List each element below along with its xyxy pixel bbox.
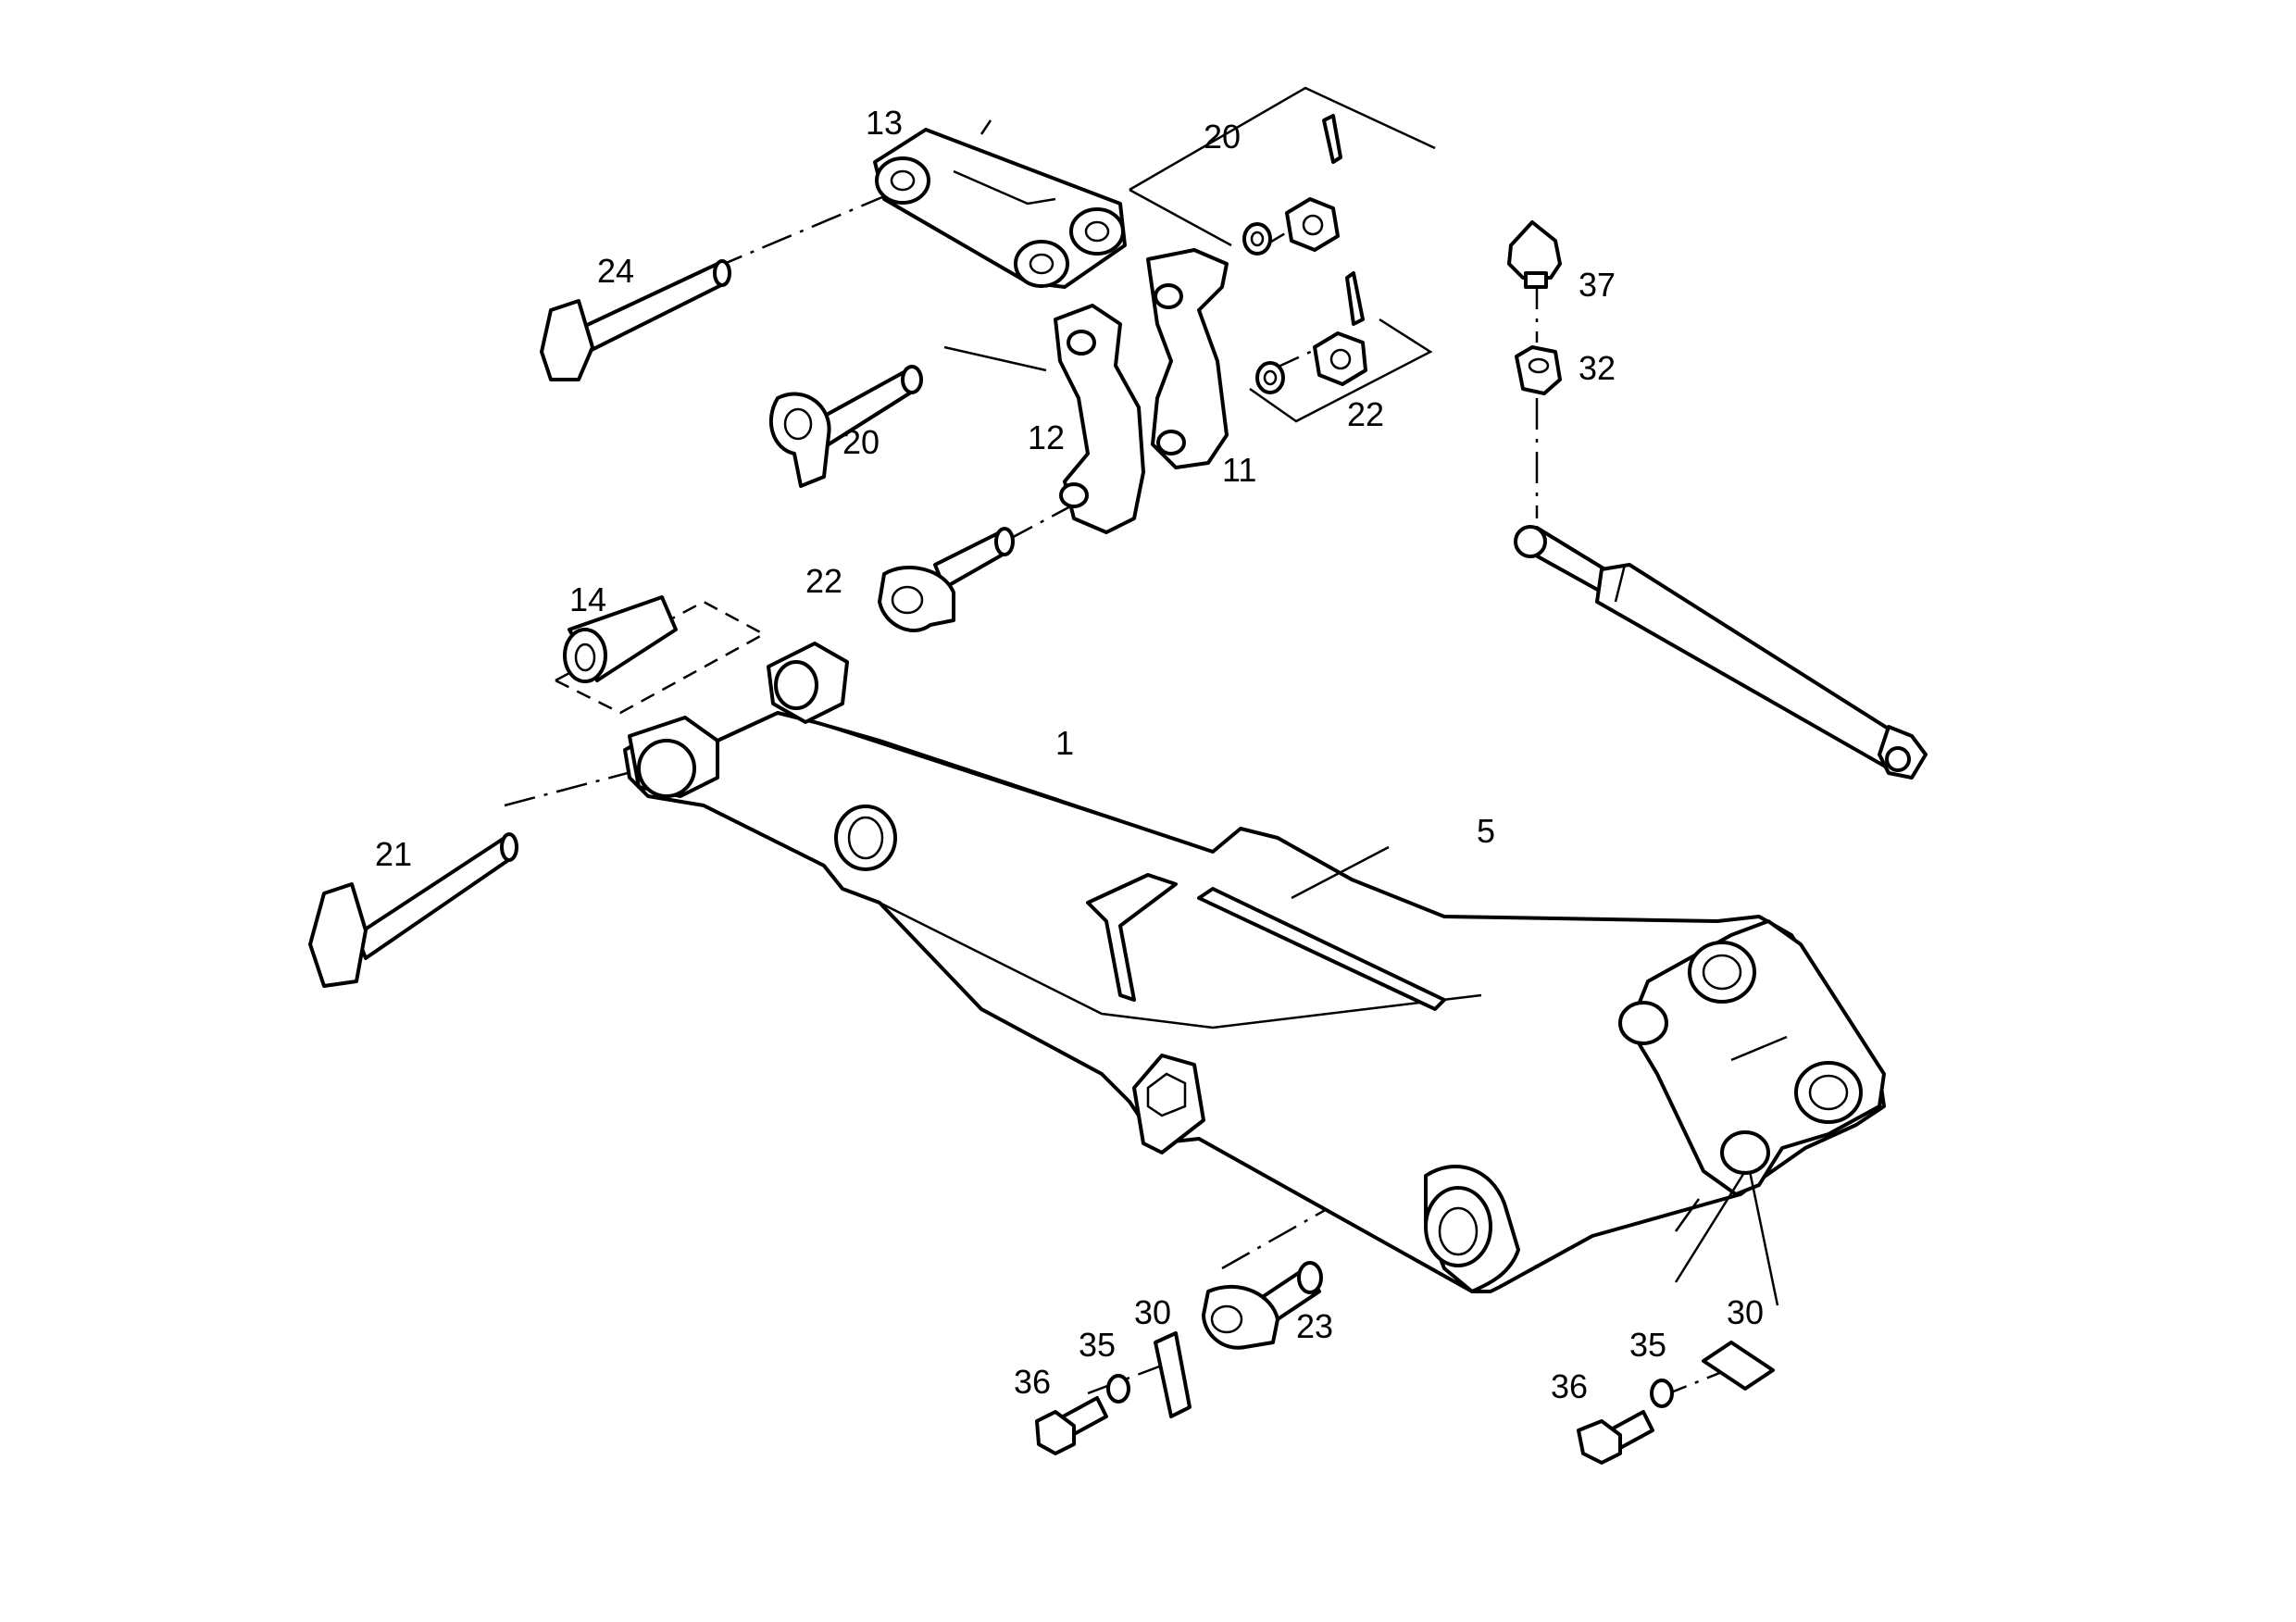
callout-30-right: 30 bbox=[1727, 1293, 1764, 1331]
callout-30-left: 30 bbox=[1134, 1293, 1171, 1331]
callout-5: 5 bbox=[1477, 812, 1495, 850]
callout-36-right: 36 bbox=[1551, 1367, 1588, 1405]
callout-24: 24 bbox=[597, 252, 634, 290]
pin-part-23 bbox=[1202, 1261, 1323, 1350]
pin-part-21 bbox=[308, 832, 518, 988]
callout-1: 1 bbox=[1055, 724, 1074, 762]
callout-20-pin: 20 bbox=[842, 423, 880, 461]
callout-32: 32 bbox=[1578, 349, 1616, 387]
callout-35-left: 35 bbox=[1079, 1326, 1116, 1364]
hydraulic-cylinder bbox=[1514, 525, 1928, 780]
hardware-top bbox=[1242, 114, 1367, 394]
pin-part-24 bbox=[540, 259, 731, 381]
leader-lines bbox=[1291, 845, 1779, 1306]
callout-37: 37 bbox=[1578, 266, 1616, 304]
callout-21: 21 bbox=[375, 835, 412, 873]
bracket-part-12 bbox=[1054, 304, 1145, 534]
callout-labels: 13 20 24 37 32 20 22 12 11 22 14 1 5 21 … bbox=[375, 104, 1764, 1405]
callout-22-pin: 22 bbox=[805, 562, 842, 600]
callout-20-top: 20 bbox=[1204, 118, 1241, 156]
callout-22-right: 22 bbox=[1347, 395, 1384, 433]
callout-14: 14 bbox=[569, 580, 606, 618]
grease-fitting-37 bbox=[1507, 220, 1562, 289]
nut-part-32 bbox=[1515, 345, 1562, 395]
callout-12: 12 bbox=[1028, 418, 1065, 456]
hardware-bottom-left bbox=[1035, 1331, 1192, 1455]
link-part-13 bbox=[873, 119, 1127, 289]
hardware-bottom-right bbox=[1577, 1341, 1775, 1465]
bushing-part-14 bbox=[563, 595, 678, 683]
callout-36-left: 36 bbox=[1014, 1363, 1051, 1401]
swing-arm-part-1 bbox=[623, 642, 1886, 1293]
pin-part-20 bbox=[768, 365, 923, 488]
callout-11: 11 bbox=[1222, 451, 1256, 489]
callout-35-right: 35 bbox=[1629, 1326, 1666, 1364]
callout-13: 13 bbox=[866, 104, 903, 142]
bracket-part-11 bbox=[1146, 248, 1229, 469]
callout-23: 23 bbox=[1296, 1307, 1333, 1345]
pin-part-22 bbox=[878, 527, 1015, 632]
